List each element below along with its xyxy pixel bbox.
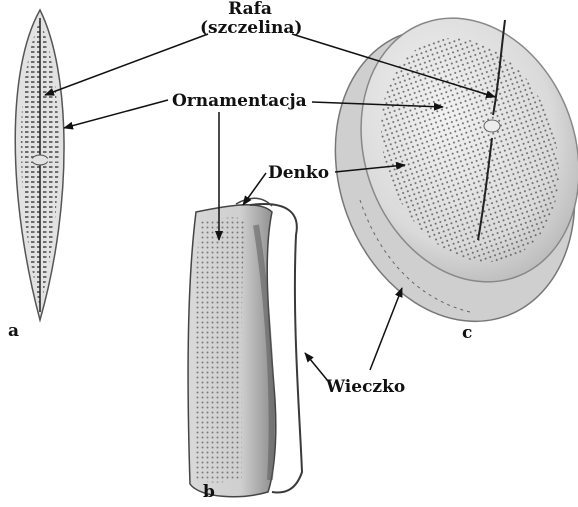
lid-pointer-b [305,353,328,381]
diatom-c-letter: c [462,324,472,343]
diatom-c [296,0,578,355]
diatom-a-letter: a [8,322,19,341]
diatom-b [188,198,302,496]
raphe-label-line2: (szczelina) [200,19,300,38]
ornamentation-pointer-a [64,100,168,128]
diatom-a [15,10,64,320]
lid-pointer-c [370,288,402,370]
valve-label: Denko [268,164,329,183]
ornamentation-label: Ornamentacja [172,92,307,111]
lid-label: Wieczko [326,378,405,397]
diatom-b-letter: b [203,483,215,502]
raphe-pointer-a [45,34,208,95]
raphe-label: Rafa (szczelina) [200,0,300,38]
raphe-label-line1: Rafa [200,0,300,19]
